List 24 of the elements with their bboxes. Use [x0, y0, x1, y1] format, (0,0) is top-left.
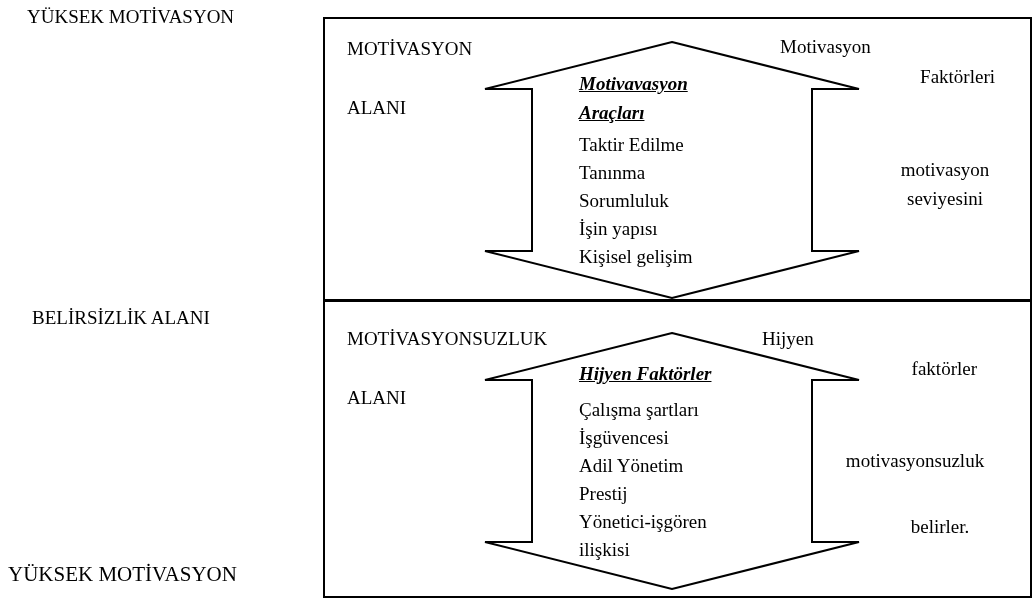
list-item: İşgüvencesi	[579, 426, 669, 450]
list-item: Adil Yönetim	[579, 454, 684, 478]
list-heading: Hijyen Faktörler	[579, 362, 712, 386]
area-label: MOTİVASYON ALANI	[347, 37, 473, 120]
list-item: Prestij	[579, 482, 628, 506]
list-item: Tanınma	[579, 161, 646, 185]
list-item: Taktir Edilme	[579, 133, 684, 157]
area-label: MOTİVASYONSUZLUK ALANI	[347, 327, 548, 410]
scale-label: YÜKSEK MOTİVASYON	[8, 562, 237, 587]
list-item: İşin yapısı	[579, 217, 658, 241]
side-text: motivasyon seviyesini	[899, 158, 991, 211]
list-item: Kişisel gelişim	[579, 245, 693, 269]
side-text: belirler.	[909, 515, 971, 539]
list-item: Yönetici-işgören ilişkisi	[579, 510, 708, 562]
scale-label: BELİRSİZLİK ALANI	[32, 307, 210, 329]
side-text: motivasyonsuzluk	[844, 449, 986, 473]
list-heading: Motivavasyon Araçları	[579, 72, 688, 125]
scale-label: YÜKSEK MOTİVASYON	[27, 6, 235, 28]
side-text: Motivasyon Faktörleri	[780, 35, 995, 89]
upper-panel	[323, 17, 1032, 301]
lower-panel	[323, 300, 1032, 598]
list-item: Çalışma şartları	[579, 398, 699, 422]
list-item: Sorumluluk	[579, 189, 669, 213]
side-text: Hijyen faktörler	[762, 327, 977, 381]
